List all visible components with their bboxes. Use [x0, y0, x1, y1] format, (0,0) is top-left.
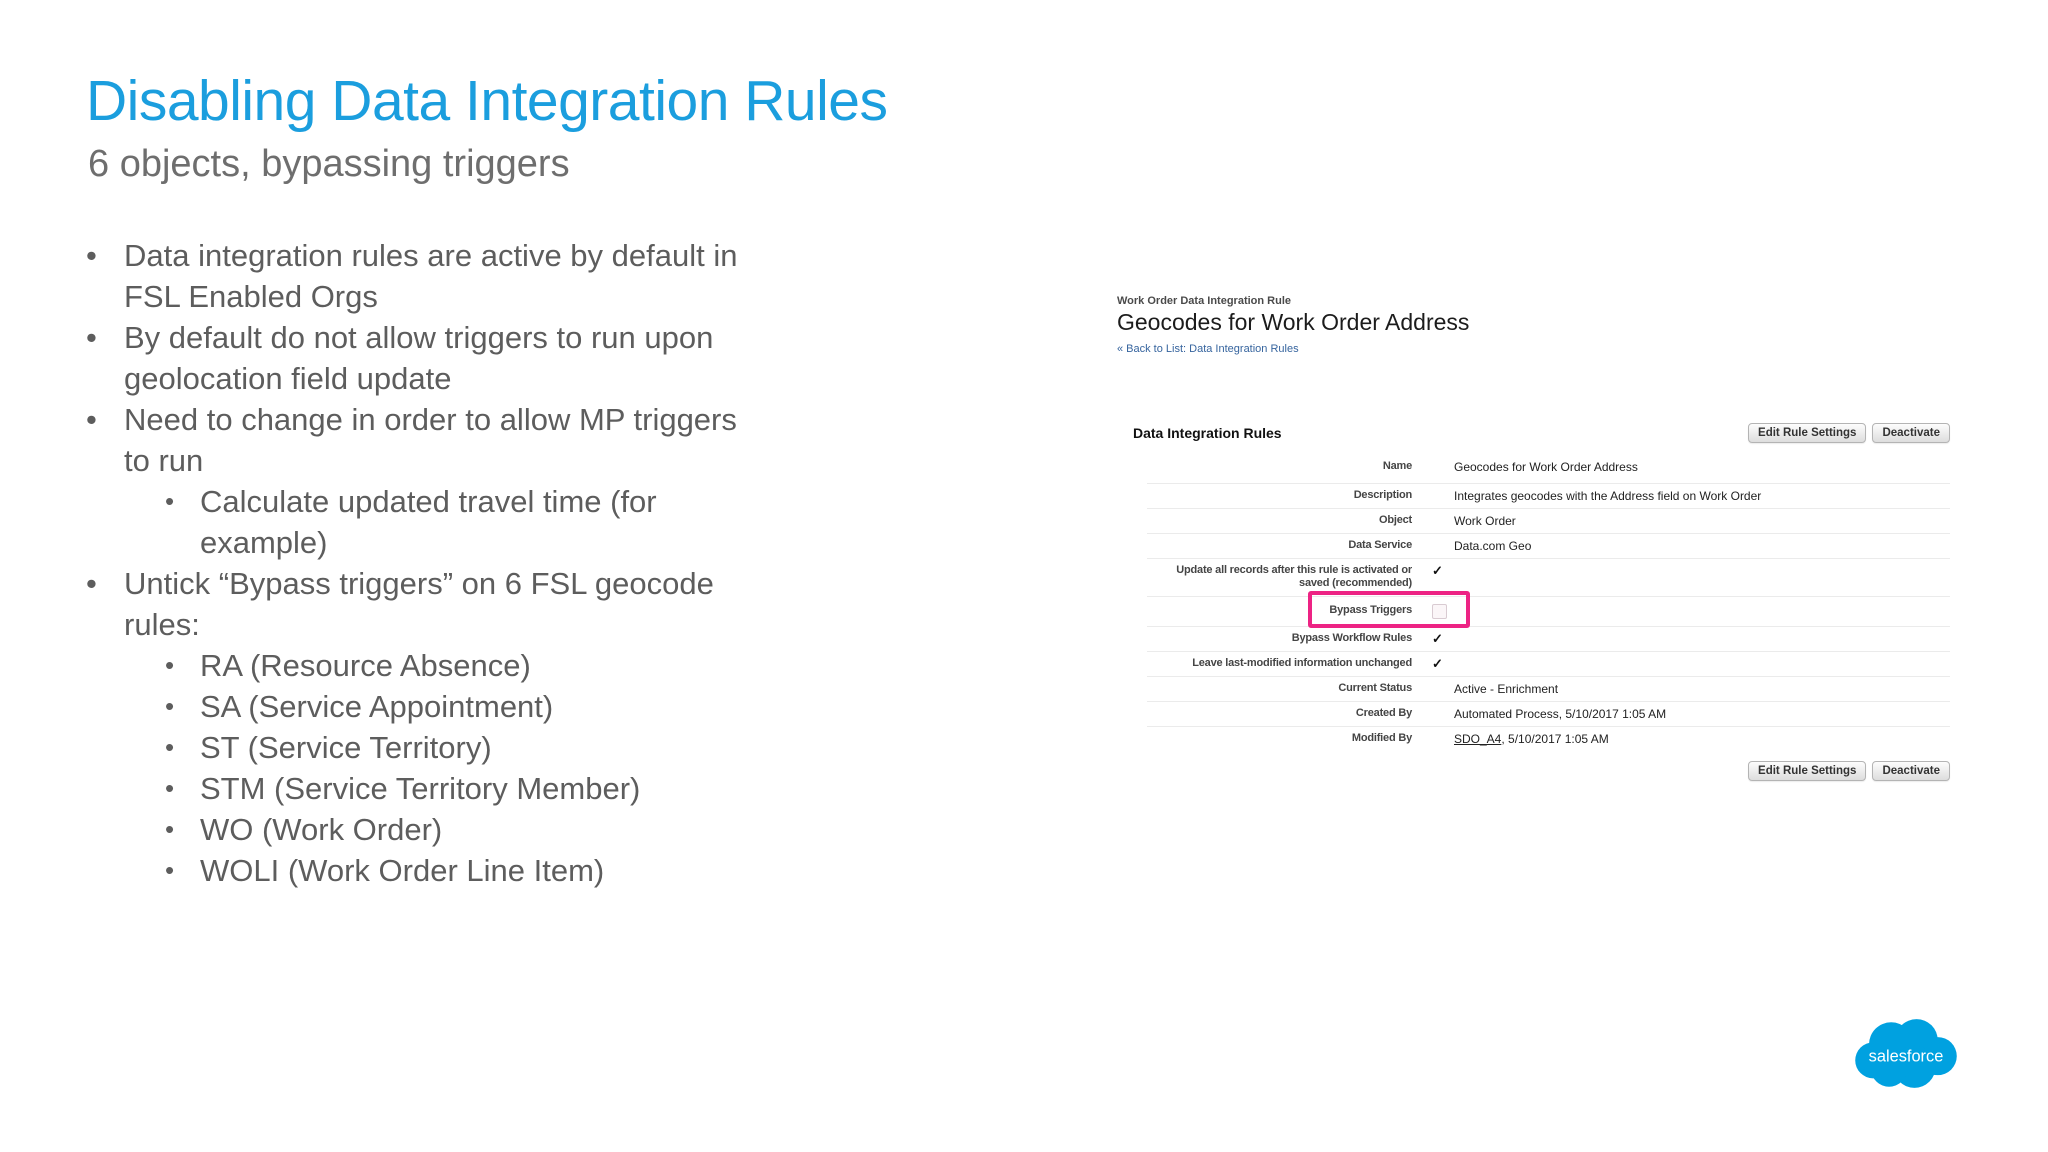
field-value: Work Order [1454, 514, 1516, 528]
field-row: Modified By SDO_A4, 5/10/2017 1:05 AM [1147, 726, 1950, 751]
bullet-item: • Untick “Bypass triggers” on 6 FSL geoco… [80, 563, 786, 645]
bullet-marker: • [86, 320, 97, 355]
field-label: Update all records after this rule is ac… [1176, 564, 1412, 589]
bullet-text: Untick “Bypass triggers” on 6 FSL geocod… [124, 566, 714, 642]
bullet-marker: • [165, 650, 175, 680]
bullet-text: WOLI (Work Order Line Item) [200, 853, 605, 888]
bullet-text: SA (Service Appointment) [200, 689, 554, 724]
deactivate-button-top[interactable]: Deactivate [1872, 423, 1950, 443]
field-value: Geocodes for Work Order Address [1454, 460, 1638, 474]
bullet-marker: • [165, 691, 175, 721]
deactivate-button-bottom[interactable]: Deactivate [1872, 761, 1950, 781]
field-row: Data Service Data.com Geo [1147, 533, 1950, 558]
field-row: Name Geocodes for Work Order Address [1147, 455, 1950, 483]
bullet-marker: • [165, 773, 175, 803]
field-row: Created By Automated Process, 5/10/2017 1… [1147, 701, 1950, 726]
record-type-label: Work Order Data Integration Rule [1117, 295, 1291, 307]
bullet-text: Need to change in order to allow MP trig… [124, 402, 737, 478]
bullet-marker: • [165, 814, 175, 844]
edit-rule-settings-button-bottom[interactable]: Edit Rule Settings [1748, 761, 1867, 781]
field-label: Modified By [1351, 732, 1412, 744]
bullet-item: • WO (Work Order) [165, 809, 786, 850]
page-subtitle: 6 objects, bypassing triggers [88, 143, 570, 185]
bullet-text: Calculate updated travel time (for examp… [200, 484, 657, 560]
bullet-item: • Data integration rules are active by de… [80, 235, 786, 317]
back-to-list-link[interactable]: « Back to List: Data Integration Rules [1117, 343, 1299, 355]
salesforce-logo: salesforce [1851, 1012, 1961, 1096]
bullet-text: By default do not allow triggers to run … [124, 320, 714, 396]
field-value: Data.com Geo [1454, 539, 1532, 553]
bullet-marker: • [165, 855, 175, 885]
field-label: Description [1353, 489, 1413, 501]
field-label: Bypass Workflow Rules [1291, 632, 1412, 644]
bullet-text: RA (Resource Absence) [200, 648, 531, 683]
field-row: Bypass Triggers [1147, 591, 1950, 628]
bullet-item: • By default do not allow triggers to run… [80, 317, 786, 399]
bullet-item: • Calculate updated travel time (for exam… [165, 481, 786, 563]
bullet-text: STM (Service Territory Member) [200, 771, 641, 806]
field-row: Description Integrates geocodes with the … [1147, 483, 1950, 508]
field-row: Update all records after this rule is ac… [1147, 558, 1950, 596]
field-label: Data Service [1348, 539, 1412, 551]
bullet-marker: • [165, 486, 175, 516]
field-value: Active - Enrichment [1454, 682, 1559, 696]
bullet-marker: • [86, 566, 97, 601]
bottom-button-group: Edit Rule Settings Deactivate [1748, 761, 1950, 781]
record-title: Geocodes for Work Order Address [1117, 309, 1470, 335]
bypass-triggers-checkbox[interactable] [1432, 604, 1447, 619]
bullet-marker: • [165, 732, 175, 762]
field-label: Leave last-modified information unchange… [1192, 657, 1412, 669]
bullet-text: WO (Work Order) [200, 812, 443, 847]
bullet-item: • WOLI (Work Order Line Item) [165, 850, 786, 891]
field-row: Current Status Active - Enrichment [1147, 676, 1950, 701]
bullet-marker: • [86, 402, 97, 437]
field-row: Bypass Workflow Rules ✓ [1147, 626, 1950, 651]
modified-by-link[interactable]: SDO_A4 [1454, 732, 1502, 746]
bullet-item: • SA (Service Appointment) [165, 686, 786, 727]
field-label: Name [1382, 460, 1412, 472]
bullet-list: • Data integration rules are active by de… [80, 235, 786, 891]
field-row: Leave last-modified information unchange… [1147, 651, 1950, 676]
field-value: Integrates geocodes with the Address fie… [1454, 489, 1762, 503]
bullet-item: • Need to change in order to allow MP tri… [80, 399, 786, 481]
section-header: Data Integration Rules Edit Rule Setting… [1133, 423, 1950, 443]
bullet-text: Data integration rules are active by def… [124, 238, 738, 314]
checkmark-icon: ✓ [1432, 656, 1443, 671]
bullet-text: ST (Service Territory) [200, 730, 492, 765]
field-label: Object [1378, 514, 1412, 526]
field-label: Current Status [1338, 682, 1412, 694]
salesforce-cloud-icon: salesforce [1855, 1019, 1957, 1088]
top-button-group: Edit Rule Settings Deactivate [1748, 423, 1950, 443]
bullet-item: • STM (Service Territory Member) [165, 768, 786, 809]
section-title: Data Integration Rules [1133, 425, 1282, 441]
field-value: Automated Process, 5/10/2017 1:05 AM [1454, 707, 1667, 721]
field-label: Bypass Triggers [1329, 604, 1412, 616]
field-value [1412, 604, 1447, 621]
checkmark-icon: ✓ [1432, 631, 1443, 646]
field-row: Object Work Order [1147, 508, 1950, 533]
bullet-marker: • [86, 238, 97, 273]
salesforce-screenshot: Work Order Data Integration Rule Geocode… [1117, 295, 1960, 800]
checkmark-icon: ✓ [1432, 563, 1443, 578]
field-value: SDO_A4, 5/10/2017 1:05 AM [1454, 732, 1609, 746]
field-label: Created By [1355, 707, 1412, 719]
page-title: Disabling Data Integration Rules [86, 69, 888, 133]
edit-rule-settings-button-top[interactable]: Edit Rule Settings [1748, 423, 1867, 443]
bullet-item: • RA (Resource Absence) [165, 645, 786, 686]
salesforce-logo-text: salesforce [1869, 1047, 1944, 1065]
bullet-item: • ST (Service Territory) [165, 727, 786, 768]
